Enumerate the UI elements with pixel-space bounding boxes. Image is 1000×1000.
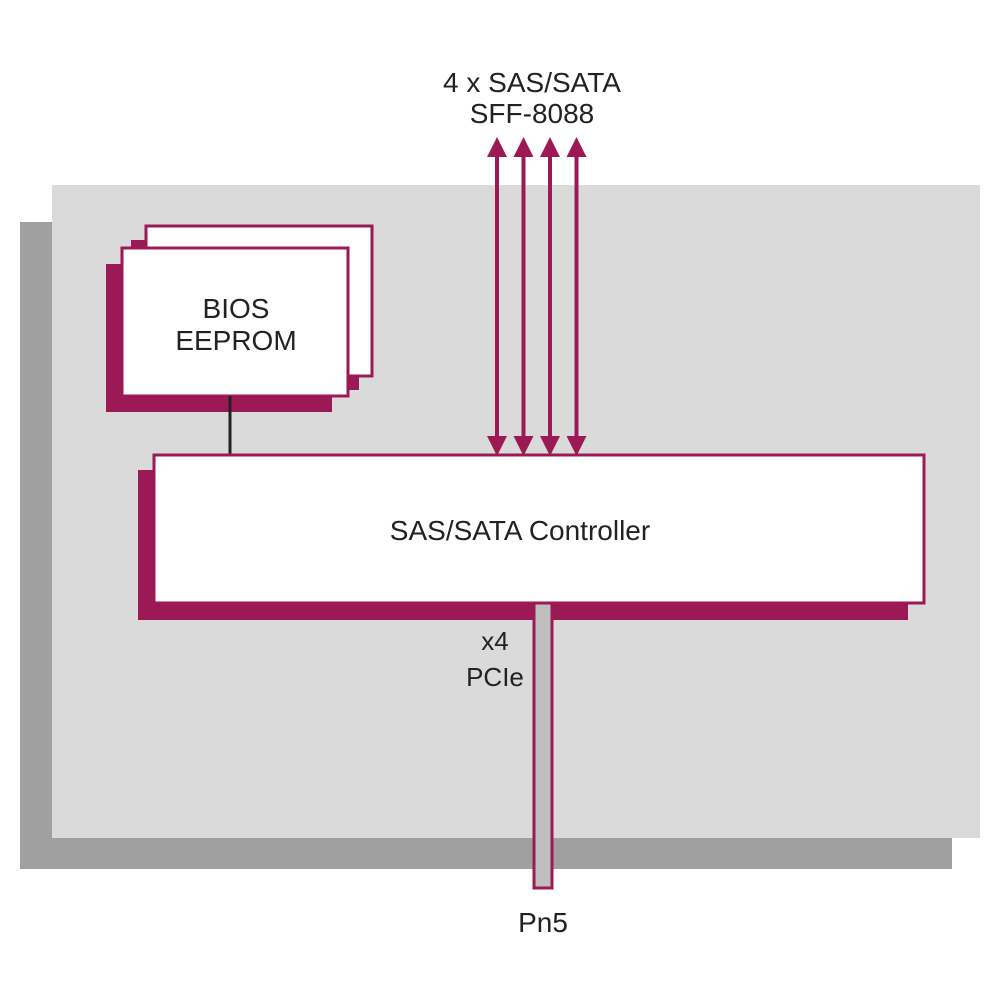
controller-block: SAS/SATA Controller [138,453,926,620]
arrow-head-down-icon [487,436,507,456]
connector-label: Pn5 [518,907,568,938]
bios-eeprom-block: BIOS EEPROM [106,224,374,412]
arrow-head-down-icon [513,436,534,456]
sas-ports-label-line1: 4 x SAS/SATA [443,67,621,98]
arrow-head-up-icon [566,137,587,157]
sas-port-arrow-2 [513,137,534,456]
sas-ports-label-line2: SFF-8088 [470,98,595,129]
sas-port-arrow-4 [566,137,587,456]
sas-port-arrow-3 [540,137,560,456]
pcie-label-line1: x4 [481,626,508,656]
pcie-label-line2: PCIe [466,662,524,692]
pcie-bus: x4 PCIe [466,601,554,890]
sas-port-arrows [487,137,587,456]
controller-label: SAS/SATA Controller [390,515,650,546]
arrow-head-down-icon [566,436,587,456]
arrow-head-up-icon [513,137,534,157]
pcie-bar [532,601,554,890]
bios-label-line1: BIOS [203,293,270,324]
arrow-head-down-icon [540,436,560,456]
bios-front-card [120,246,350,398]
bios-label-line2: EEPROM [175,325,296,356]
arrow-head-up-icon [487,137,507,157]
sas-port-arrow-1 [487,137,507,456]
arrow-head-up-icon [540,137,560,157]
